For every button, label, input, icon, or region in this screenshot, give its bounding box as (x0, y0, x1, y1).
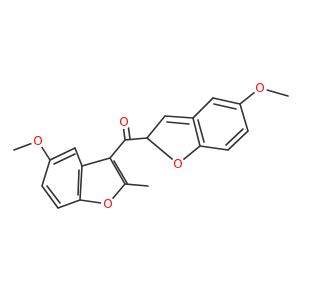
atom-label-o: O (255, 81, 264, 95)
bond (124, 183, 149, 187)
bond (239, 103, 249, 132)
atom-o-furan-bottom: O (101, 197, 115, 211)
bond (41, 159, 51, 187)
bond (109, 139, 126, 159)
bond (79, 165, 83, 201)
bond (81, 157, 111, 167)
bond (109, 157, 126, 185)
bond (166, 121, 190, 125)
bond (124, 137, 148, 141)
bond (213, 103, 237, 110)
bond (49, 147, 76, 161)
atom-label-o: O (103, 197, 112, 211)
atom-label-o: O (33, 134, 42, 148)
bond (146, 115, 166, 139)
atom-o-carbonyl: O (117, 115, 131, 129)
bond (227, 130, 249, 151)
bond (212, 97, 241, 105)
atom-o-methoxy-bottom-left: O (31, 134, 45, 148)
bond (57, 199, 81, 209)
bond (164, 115, 194, 119)
molecule-structure: O O O O O (13, 81, 289, 211)
carbonyl-group (109, 123, 148, 159)
benzofuran-left (13, 140, 149, 209)
atom-o-furan-top: O (171, 157, 185, 171)
atom-label-background (117, 115, 131, 129)
bond (199, 145, 229, 151)
atom-o-methoxy-top-right: O (253, 81, 267, 95)
bond (192, 117, 201, 147)
bond (46, 185, 61, 204)
atom-label-background (253, 81, 267, 95)
bond (192, 97, 214, 119)
bond (197, 119, 205, 143)
bond (225, 128, 244, 146)
bond (113, 160, 128, 184)
benzofuran-right (146, 87, 289, 165)
bond (41, 185, 59, 209)
atom-label-background (101, 197, 115, 211)
atom-label-background (171, 157, 185, 171)
bond (53, 153, 76, 165)
atom-label-o: O (119, 115, 128, 129)
bond (77, 169, 80, 196)
atom-label-background (31, 134, 45, 148)
atom-label-o: O (173, 157, 182, 171)
bond (74, 147, 83, 167)
